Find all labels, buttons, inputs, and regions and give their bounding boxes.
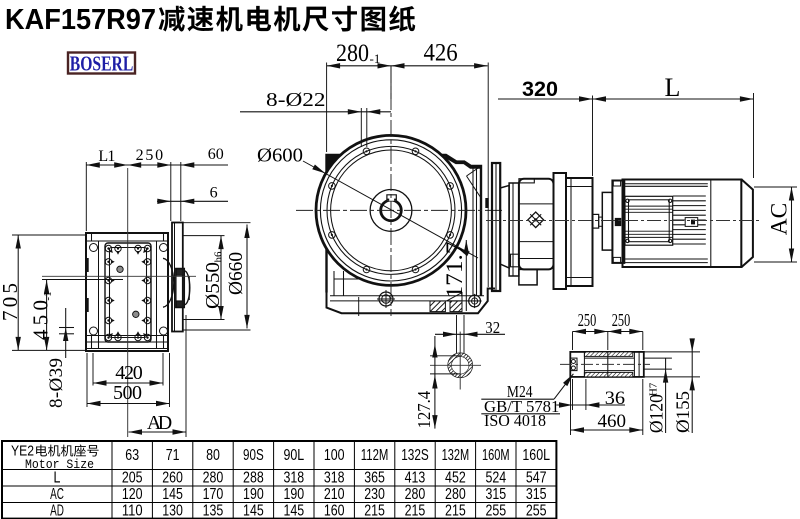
svg-text:210: 210: [324, 486, 345, 503]
svg-text:250: 250: [612, 310, 631, 330]
svg-text:M24: M24: [507, 382, 533, 401]
svg-text:145: 145: [243, 502, 264, 519]
svg-text:60: 60: [208, 146, 224, 163]
svg-text:260: 260: [162, 469, 183, 486]
svg-text:365: 365: [364, 469, 385, 486]
svg-text:h6: h6: [213, 251, 225, 263]
svg-text:BOSERL: BOSERL: [70, 51, 134, 75]
svg-text:Motor Size: Motor Size: [25, 457, 94, 472]
svg-text:100: 100: [324, 447, 345, 464]
svg-text:Ø600: Ø600: [257, 145, 303, 167]
svg-text:112M: 112M: [361, 447, 389, 464]
svg-text:170: 170: [203, 486, 224, 503]
svg-text:Ø660: Ø660: [225, 252, 247, 295]
svg-text:250: 250: [578, 310, 597, 330]
svg-text:420: 420: [115, 362, 143, 384]
svg-text:Ø550: Ø550: [202, 262, 224, 309]
svg-text:460: 460: [597, 411, 626, 432]
svg-text:160L: 160L: [522, 447, 550, 464]
svg-text:215: 215: [445, 502, 466, 519]
svg-text:8-Ø22: 8-Ø22: [266, 89, 326, 111]
svg-text:215: 215: [364, 502, 385, 519]
svg-text:450: 450: [29, 300, 53, 340]
svg-text:547: 547: [526, 469, 547, 486]
svg-text:AC: AC: [50, 486, 64, 503]
svg-text:280: 280: [336, 40, 369, 67]
svg-text:255: 255: [485, 502, 506, 519]
svg-text:255: 255: [526, 502, 547, 519]
svg-text:127.4: 127.4: [414, 391, 434, 429]
svg-text:190: 190: [243, 486, 264, 503]
svg-text:KAF157R97: KAF157R97: [5, 4, 156, 36]
svg-text:524: 524: [485, 469, 506, 486]
svg-text:90S: 90S: [243, 447, 264, 464]
svg-text:132M: 132M: [442, 447, 470, 464]
svg-text:90L: 90L: [283, 447, 304, 464]
svg-text:71: 71: [166, 447, 180, 464]
svg-text:452: 452: [445, 469, 466, 486]
svg-text:145: 145: [162, 486, 183, 503]
svg-text:130: 130: [162, 502, 183, 519]
svg-text:318: 318: [324, 469, 345, 486]
svg-text:Ø155: Ø155: [673, 391, 694, 433]
svg-text:-1: -1: [370, 51, 381, 66]
svg-text:230: 230: [364, 486, 385, 503]
svg-text:426: 426: [423, 40, 457, 67]
svg-text:288: 288: [243, 469, 264, 486]
svg-text:GB/T 5781: GB/T 5781: [484, 397, 559, 416]
svg-text:280: 280: [445, 486, 466, 503]
svg-text:280: 280: [203, 469, 224, 486]
svg-text:8-Ø39: 8-Ø39: [46, 358, 67, 408]
svg-text:171.7: 171.7: [442, 242, 467, 299]
svg-text:705: 705: [0, 283, 22, 321]
svg-text:6: 6: [210, 185, 218, 202]
svg-text:80: 80: [206, 447, 220, 464]
svg-text:280: 280: [405, 486, 426, 503]
svg-text:160: 160: [324, 502, 345, 519]
svg-text:205: 205: [122, 469, 143, 486]
svg-text:L: L: [54, 469, 61, 486]
svg-text:500: 500: [113, 382, 142, 404]
svg-text:63: 63: [125, 447, 139, 464]
svg-text:L1: L1: [98, 148, 115, 165]
svg-text:190: 190: [283, 486, 304, 503]
svg-text:AD: AD: [50, 502, 64, 519]
svg-text:145: 145: [283, 502, 304, 519]
svg-text:Ø120: Ø120: [647, 394, 668, 433]
svg-text:132S: 132S: [401, 447, 429, 464]
svg-text:320: 320: [522, 77, 558, 101]
svg-text:-1: -1: [42, 291, 54, 300]
svg-text:315: 315: [485, 486, 506, 503]
svg-text:AC: AC: [766, 203, 791, 236]
svg-text:32: 32: [485, 318, 500, 337]
svg-text:413: 413: [405, 469, 426, 486]
svg-text:110: 110: [122, 502, 143, 519]
svg-text:215: 215: [405, 502, 426, 519]
svg-text:160M: 160M: [482, 447, 510, 464]
svg-text:YE2: YE2: [11, 443, 34, 460]
svg-text:AD: AD: [147, 412, 172, 434]
svg-text:H7: H7: [647, 382, 659, 396]
svg-text:250: 250: [136, 147, 164, 164]
svg-text:120: 120: [122, 486, 143, 503]
svg-text:318: 318: [283, 469, 304, 486]
svg-text:36: 36: [605, 388, 625, 409]
svg-text:135: 135: [203, 502, 224, 519]
svg-text:L: L: [665, 73, 681, 102]
svg-text:ISO 4018: ISO 4018: [484, 411, 546, 430]
svg-text:315: 315: [526, 486, 547, 503]
